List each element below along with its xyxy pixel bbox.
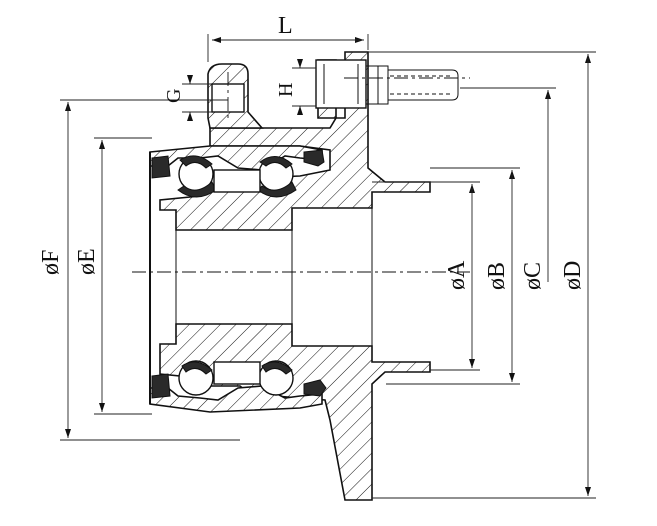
label-E: øE [74, 248, 100, 275]
wheel-stud [315, 59, 459, 109]
label-F: øF [38, 250, 64, 275]
bearing-row-top [151, 149, 325, 198]
stud-ear [207, 63, 264, 129]
seal-bottom-right [303, 379, 327, 397]
dimensions [60, 34, 596, 499]
label-D: øD [560, 261, 586, 290]
label-H: H [275, 83, 297, 97]
label-L: L [278, 13, 293, 39]
seal-top-right [303, 149, 325, 167]
outer-ring [149, 145, 323, 413]
bearing-row-bottom [151, 360, 327, 399]
label-C: øC [520, 262, 546, 290]
hub-body [159, 51, 431, 501]
label-A: øA [444, 260, 470, 290]
seal-bottom-left [151, 373, 171, 399]
label-B: øB [484, 262, 510, 290]
seal-top-left [151, 155, 171, 179]
label-G: G [163, 89, 185, 103]
